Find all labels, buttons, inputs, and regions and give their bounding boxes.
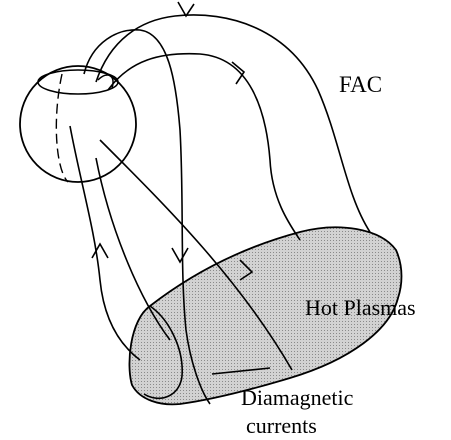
direction-arrows: [92, 2, 252, 280]
diamagnetic-label: Diamagnetic: [241, 387, 353, 409]
fac-label: FAC: [339, 73, 382, 96]
dashed-meridian: [56, 74, 68, 182]
hot-plasmas-label: Hot Plasmas: [305, 297, 416, 319]
polar-ellipse: [38, 70, 118, 94]
arrow-top: [178, 2, 194, 16]
fac-outer-arc: [96, 15, 370, 232]
fac-inner-arc: [108, 54, 300, 240]
fac-return-loop: [70, 126, 140, 360]
arrow-upper-right: [232, 62, 244, 84]
currents-label: currents: [246, 415, 317, 437]
arrow-mid-down: [172, 248, 188, 262]
